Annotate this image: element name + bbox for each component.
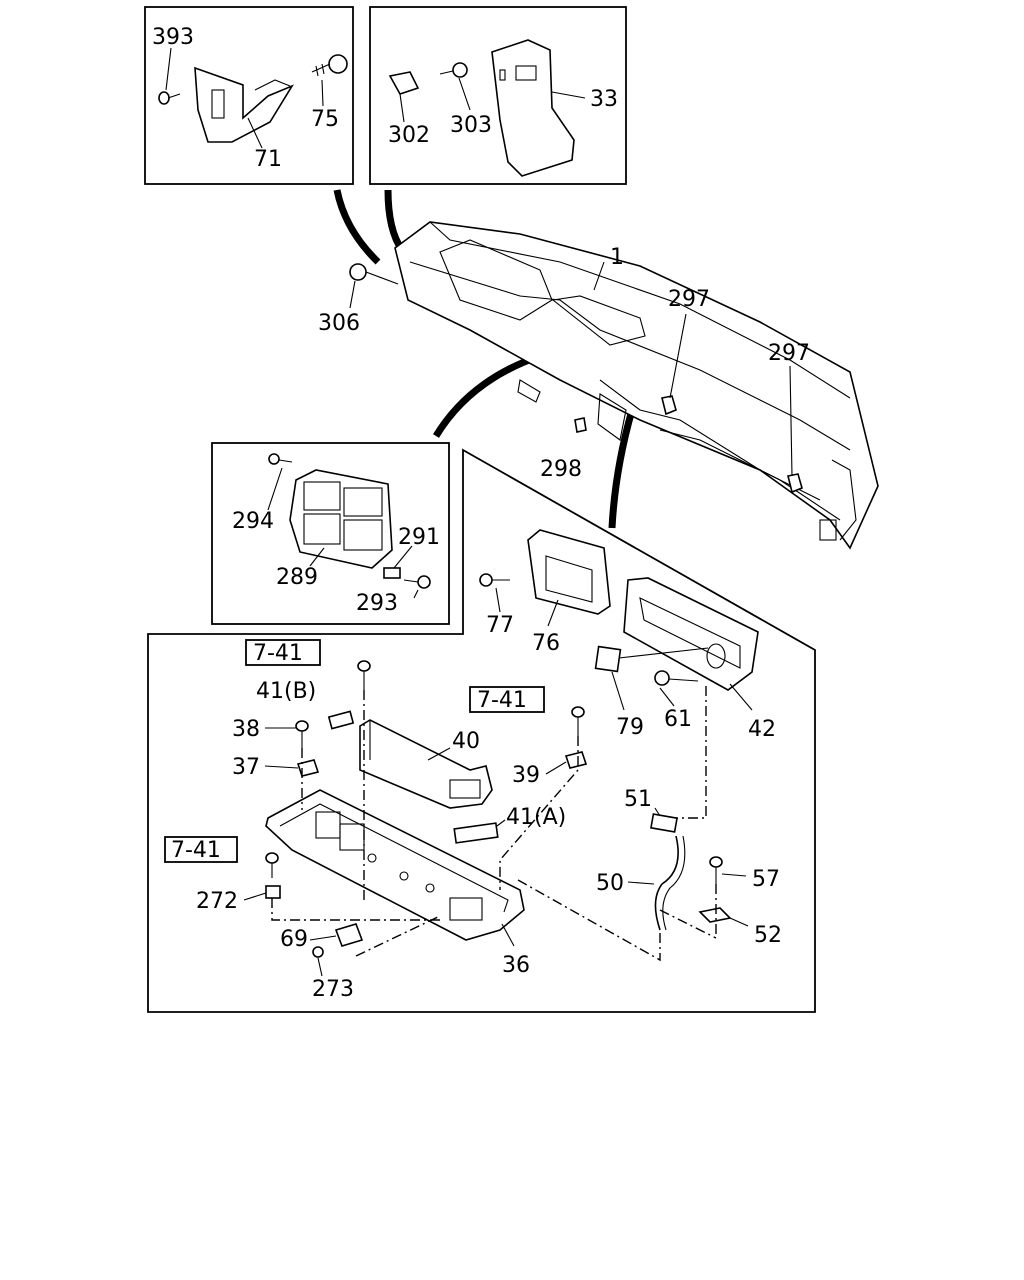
label-303: 303 — [450, 113, 492, 138]
label-61: 61 — [664, 707, 692, 732]
label-41a: 41(A) — [506, 805, 566, 830]
part-272-grommet — [265, 885, 281, 899]
part-393-screw — [158, 91, 181, 105]
part-42-glove-box — [623, 577, 759, 691]
part-41a-pad — [453, 822, 499, 844]
label-37: 37 — [232, 755, 260, 780]
label-40: 40 — [452, 729, 480, 754]
leader-curve-2 — [384, 189, 405, 253]
label-75: 75 — [311, 107, 339, 132]
part-303-screw — [439, 62, 468, 78]
inset-box-cover — [369, 6, 627, 185]
part-291-clip — [383, 567, 401, 579]
label-272: 272 — [196, 889, 238, 914]
part-76-bezel — [527, 529, 611, 615]
ref-label-1: 7-41 — [253, 641, 303, 666]
part-302-clip — [388, 71, 420, 95]
part-screw-left — [265, 852, 279, 878]
part-51-connector — [650, 813, 678, 833]
label-41b: 41(B) — [256, 679, 316, 704]
ref-label-2: 7-41 — [477, 688, 527, 713]
part-36-console-tray — [265, 789, 525, 941]
part-screw-top-1 — [357, 660, 371, 690]
label-291: 291 — [398, 525, 440, 550]
part-297-clip-b — [787, 473, 803, 494]
part-40-duct — [359, 719, 493, 809]
label-273: 273 — [312, 977, 354, 1002]
label-306: 306 — [318, 311, 360, 336]
part-77-screw — [479, 573, 510, 587]
label-302: 302 — [388, 123, 430, 148]
ref-box-3 — [164, 836, 238, 863]
label-79: 79 — [616, 715, 644, 740]
label-293: 293 — [356, 591, 398, 616]
part-39-bracket — [564, 751, 588, 769]
part-69-switch — [334, 923, 364, 947]
label-289: 289 — [276, 565, 318, 590]
label-42: 42 — [748, 717, 776, 742]
label-1: 1 — [610, 245, 624, 270]
label-52: 52 — [754, 923, 782, 948]
part-75-screw — [311, 54, 348, 77]
part-33-cover — [491, 39, 575, 177]
label-297-a: 297 — [668, 287, 710, 312]
part-38-screw — [295, 720, 309, 748]
label-51: 51 — [624, 787, 652, 812]
label-57: 57 — [752, 867, 780, 892]
part-52-bracket — [698, 907, 732, 923]
label-393: 393 — [152, 25, 194, 50]
part-41b-pad — [327, 710, 355, 730]
ref-label-3: 7-41 — [171, 838, 221, 863]
part-294-screw — [268, 453, 293, 465]
label-33: 33 — [590, 87, 618, 112]
label-50: 50 — [596, 871, 624, 896]
inset-box-console — [147, 448, 816, 1013]
part-293-screw — [403, 575, 431, 589]
ref-box-2 — [469, 686, 545, 713]
part-306-plug — [349, 263, 399, 285]
label-297-b: 297 — [768, 341, 810, 366]
part-1-dashboard — [394, 221, 879, 550]
part-289-vent — [289, 469, 393, 569]
part-37-bracket — [296, 759, 320, 777]
label-38: 38 — [232, 717, 260, 742]
part-71-bracket — [194, 66, 294, 143]
part-61-screw — [654, 670, 699, 686]
label-39: 39 — [512, 763, 540, 788]
label-69: 69 — [280, 927, 308, 952]
part-57-screw — [709, 856, 723, 884]
part-50-harness — [654, 835, 686, 931]
label-298: 298 — [540, 457, 582, 482]
part-screw-top-2 — [571, 706, 585, 736]
leader-curve-3 — [433, 352, 542, 438]
part-298-clip — [574, 417, 587, 433]
label-76: 76 — [532, 631, 560, 656]
inset-box-vent — [211, 442, 450, 625]
label-36: 36 — [502, 953, 530, 978]
label-77: 77 — [486, 613, 514, 638]
leader-curve-4 — [608, 409, 636, 529]
part-79-latch — [594, 645, 622, 673]
part-273-nut — [312, 946, 324, 958]
label-71: 71 — [254, 147, 282, 172]
inset-box-bracket — [144, 6, 354, 185]
label-294: 294 — [232, 509, 274, 534]
leader-curve-1 — [333, 189, 381, 265]
part-297-clip-a — [661, 395, 677, 416]
ref-box-1 — [245, 639, 321, 666]
